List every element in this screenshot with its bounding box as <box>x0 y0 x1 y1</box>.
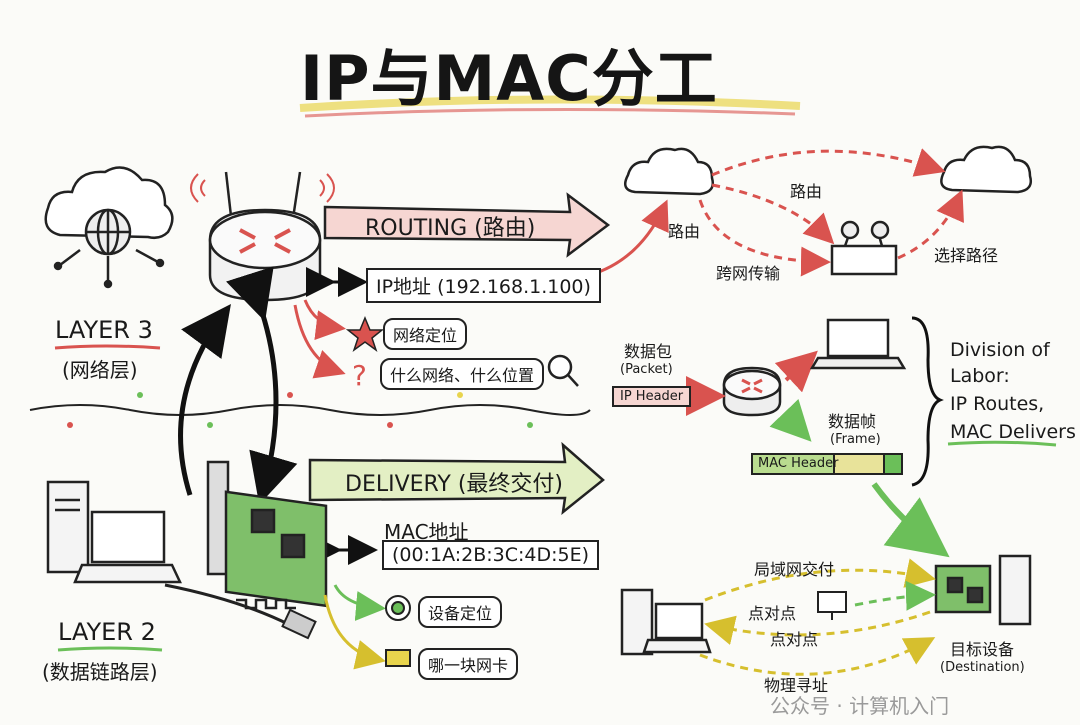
target-device-label: 目标设备 <box>950 640 1015 659</box>
frame-label: 数据帧 <box>828 412 877 431</box>
physical-path <box>699 637 936 676</box>
to-frame-arrow <box>769 399 812 442</box>
routing-label: ROUTING (路由) <box>365 216 536 241</box>
layer3-underline <box>54 344 161 350</box>
mini-router-icon <box>722 366 782 417</box>
division-line-2: Labor: <box>950 365 1010 387</box>
ip-header-box: IP Header <box>612 386 692 407</box>
small-nic-icon <box>385 649 411 667</box>
star-icon <box>345 316 385 352</box>
division-line-3: IP Routes, <box>950 393 1045 415</box>
division-line-1: Division of <box>950 339 1050 361</box>
ip-address-box: IP地址 (192.168.1.100) <box>366 268 601 303</box>
p2p-label-2: 点对点 <box>770 630 819 649</box>
divider-dots <box>67 392 533 428</box>
divider-line <box>29 404 591 416</box>
layer3-label: LAYER 3 <box>55 316 153 344</box>
bidir-arrow <box>226 266 298 505</box>
up-arrow <box>178 303 231 496</box>
network-location-pill: 网络定位 <box>383 318 468 350</box>
layer2-sub: (数据链路层) <box>42 660 158 684</box>
red-arrow-to-cloud <box>589 199 669 277</box>
cloud-left-icon <box>623 147 714 196</box>
mac-value-box: (00:1A:2B:3C:4D:5E) <box>382 540 600 570</box>
division-line-4: MAC Delivers <box>950 421 1076 443</box>
physical-address-label: 物理寻址 <box>764 676 829 695</box>
target-device-icon <box>934 554 1032 626</box>
device-location-pill: 设备定位 <box>418 596 503 628</box>
title-highlight <box>299 95 801 118</box>
select-path-text: 选择路径 <box>934 246 999 265</box>
route-top <box>711 148 946 177</box>
cross-network-text: 跨网传输 <box>716 264 781 283</box>
switch-icon <box>830 220 898 276</box>
packet-en-label: (Packet) <box>620 362 673 377</box>
division-underline <box>947 440 1057 447</box>
layer2-label: LAYER 2 <box>58 618 156 646</box>
route-mid <box>711 183 835 245</box>
p2p-path-2 <box>704 610 931 645</box>
green-arrow-1 <box>333 584 386 621</box>
lan-computer-icon <box>620 588 712 656</box>
layer3-sub: (网络层) <box>62 358 138 382</box>
to-laptop-arrow <box>774 350 818 393</box>
computer-icon <box>46 480 182 584</box>
router-icon <box>190 171 335 302</box>
p2p-path-1 <box>854 580 936 611</box>
question-icon: ? <box>352 359 367 392</box>
layer2-underline <box>57 646 163 652</box>
frame-bar <box>751 453 903 475</box>
lan-delivery-label: 局域网交付 <box>754 560 835 579</box>
cloud-right-icon <box>940 145 1032 194</box>
delivery-arrow <box>308 441 605 515</box>
route-down <box>698 199 831 277</box>
small-monitor-icon <box>817 591 847 620</box>
watermark: 公众号 · 计算机入门 <box>770 694 950 718</box>
to-target-arrow <box>871 482 950 558</box>
target-device-en-label: (Destination) <box>940 660 1025 675</box>
p2p-label-1: 点对点 <box>748 604 797 623</box>
routing-text-left: 路由 <box>668 222 701 241</box>
red-arrow-1 <box>303 299 346 341</box>
target-icon <box>385 595 411 621</box>
yellow-arrow-1 <box>323 594 386 670</box>
laptop-icon <box>809 318 907 370</box>
frame-en-label: (Frame) <box>830 432 881 447</box>
routing-arrow <box>323 192 611 258</box>
cloud-globe-icon <box>44 166 174 289</box>
nic-card-icon <box>206 460 328 610</box>
routing-text-top: 路由 <box>790 182 823 201</box>
which-nic-pill: 哪一块网卡 <box>418 648 519 680</box>
network-position-pill: 什么网络、什么位置 <box>380 358 545 390</box>
packet-label: 数据包 <box>624 342 673 361</box>
division-brace <box>911 316 944 487</box>
cable-icon <box>164 583 291 627</box>
connector-icon <box>281 608 317 640</box>
delivery-label: DELIVERY (最终交付) <box>345 472 564 497</box>
mac-header-label: MAC Header <box>758 456 839 471</box>
red-arrow-2 <box>293 304 346 379</box>
magnifier-icon <box>547 354 579 387</box>
page-title: IP与MAC分工 <box>300 42 718 115</box>
lan-delivery-path <box>704 558 936 602</box>
route-up <box>897 189 964 260</box>
